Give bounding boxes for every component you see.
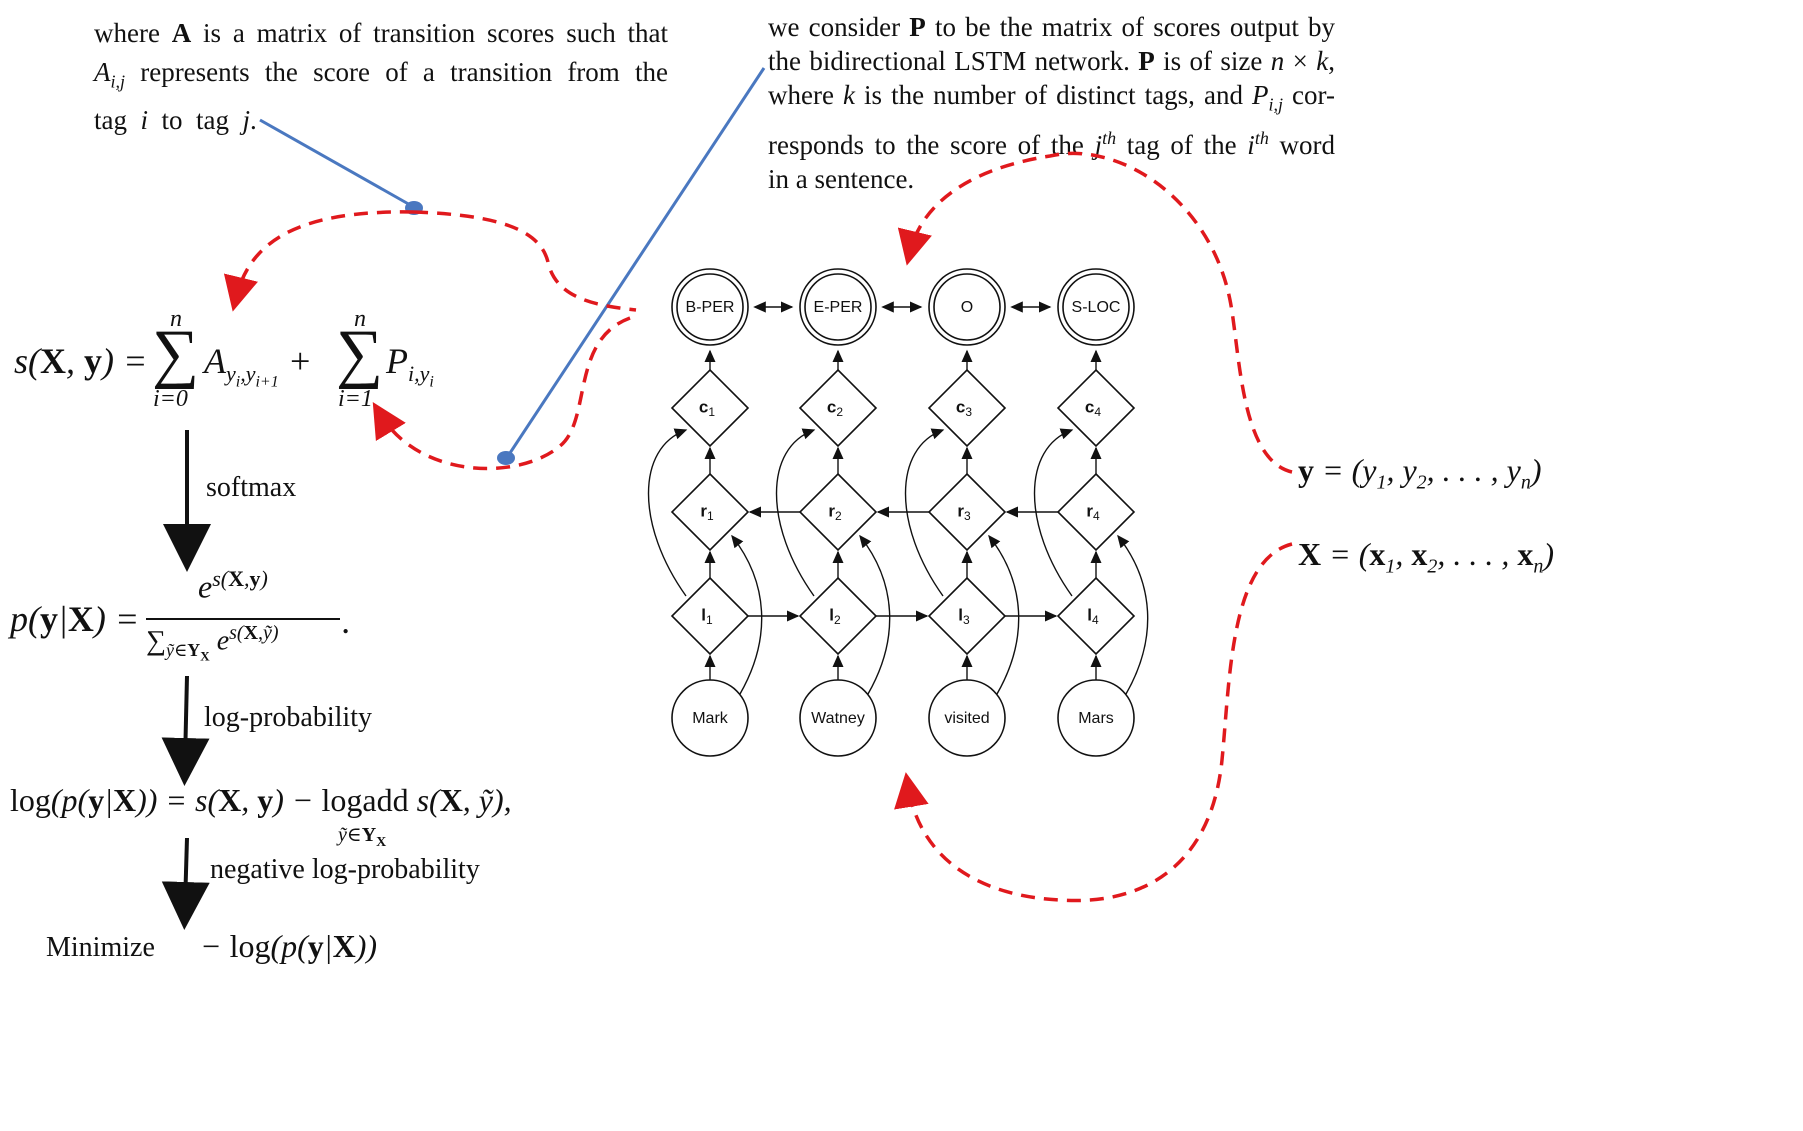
word-node-label: Watney xyxy=(811,710,865,727)
dashed-arrow-y xyxy=(897,151,1293,474)
pointer-line-a xyxy=(259,118,413,208)
backward-lstm-node xyxy=(927,472,1007,552)
paragraph-emission-scores: we consider P to be the matrix of scores… xyxy=(768,10,1335,196)
crf-node xyxy=(670,368,750,448)
paragraph-transition-scores: where A is a matrix of transition scores… xyxy=(94,14,668,140)
log-probability-label: log-probability xyxy=(204,702,372,733)
paragraph-line: where k is the number of distinct tags, … xyxy=(768,80,1335,115)
fraction-bar xyxy=(146,618,340,620)
paragraph-line: responds to the score of the jth tag of … xyxy=(768,128,1336,161)
forward-lstm-node-label: l2 xyxy=(829,605,841,627)
tag-node-label: B-PER xyxy=(686,299,735,316)
skip-arc-forward-to-crf xyxy=(775,428,816,597)
forward-lstm-node xyxy=(1056,576,1136,656)
tag-node-inner xyxy=(804,273,872,341)
crf-node xyxy=(927,368,1007,448)
dashed-arrow-x xyxy=(894,542,1293,903)
paragraph-line: we consider P to be the matrix of scores… xyxy=(768,12,1335,42)
tag-node-label: S-LOC xyxy=(1072,299,1121,316)
forward-lstm-node-label: l4 xyxy=(1087,605,1099,627)
word-node-label: visited xyxy=(944,710,989,727)
word-node-label: Mark xyxy=(692,710,729,727)
negative-log-probability-arrow xyxy=(161,837,210,930)
backward-lstm-node xyxy=(798,472,878,552)
skip-arc-word-to-backward xyxy=(1117,534,1149,695)
word-node-label: Mars xyxy=(1078,710,1114,727)
paragraph-line: where A is a matrix of transition scores… xyxy=(94,18,668,48)
skip-arc-word-to-backward xyxy=(859,534,891,695)
forward-lstm-node xyxy=(927,576,1007,656)
paragraph-line: tag i to tag j. xyxy=(94,105,257,136)
dashed-arrow-a xyxy=(223,210,415,312)
pointer-dot-p xyxy=(497,451,515,465)
forward-lstm-node xyxy=(798,576,878,656)
minimize-label: Minimize xyxy=(46,932,155,963)
y-definition: y = (y1, y2, . . . , yn) xyxy=(1298,452,1542,494)
dashed-arrow-p xyxy=(372,316,631,471)
tag-node-outer xyxy=(1057,268,1135,346)
pointer-line-p xyxy=(506,67,766,457)
word-node xyxy=(1057,679,1135,757)
dashed-arrow-a-link xyxy=(413,210,637,312)
crf-node xyxy=(1056,368,1136,448)
tag-node-inner xyxy=(1062,273,1130,341)
skip-arc-forward-to-crf xyxy=(647,428,688,597)
tag-node-outer xyxy=(928,268,1006,346)
softmax-label: softmax xyxy=(206,472,297,503)
crf-node xyxy=(798,368,878,448)
tag-node-label: E-PER xyxy=(814,299,863,316)
paragraph-line: the bidirectional LSTM network. P is of … xyxy=(768,46,1336,76)
objective-expression: − log(p(y|X)) xyxy=(200,928,378,964)
skip-arc-word-to-backward xyxy=(731,534,763,695)
log-probability-arrow xyxy=(161,675,210,786)
backward-lstm-node xyxy=(670,472,750,552)
skip-arc-word-to-backward xyxy=(988,534,1020,695)
word-node xyxy=(928,679,1006,757)
tag-node-outer xyxy=(671,268,749,346)
skip-arc-forward-to-crf xyxy=(904,428,945,597)
x-definition: X = (x1, x2, . . . , xn) xyxy=(1298,536,1555,578)
forward-lstm-node-label: l1 xyxy=(701,605,713,627)
word-node xyxy=(671,679,749,757)
backward-lstm-node xyxy=(1056,472,1136,552)
tag-node-outer xyxy=(799,268,877,346)
paragraph-line: Ai,j represents the score of a transitio… xyxy=(94,57,668,92)
negative-log-probability-label: negative log-probability xyxy=(210,854,480,885)
paragraph-line: in a sentence. xyxy=(768,164,915,195)
skip-arc-forward-to-crf xyxy=(1033,428,1074,597)
tag-node-label: O xyxy=(961,299,973,316)
tag-node-inner xyxy=(933,273,1001,341)
word-node xyxy=(799,679,877,757)
forward-lstm-node xyxy=(670,576,750,656)
forward-lstm-node-label: l3 xyxy=(958,605,970,627)
tag-node-inner xyxy=(676,273,744,341)
